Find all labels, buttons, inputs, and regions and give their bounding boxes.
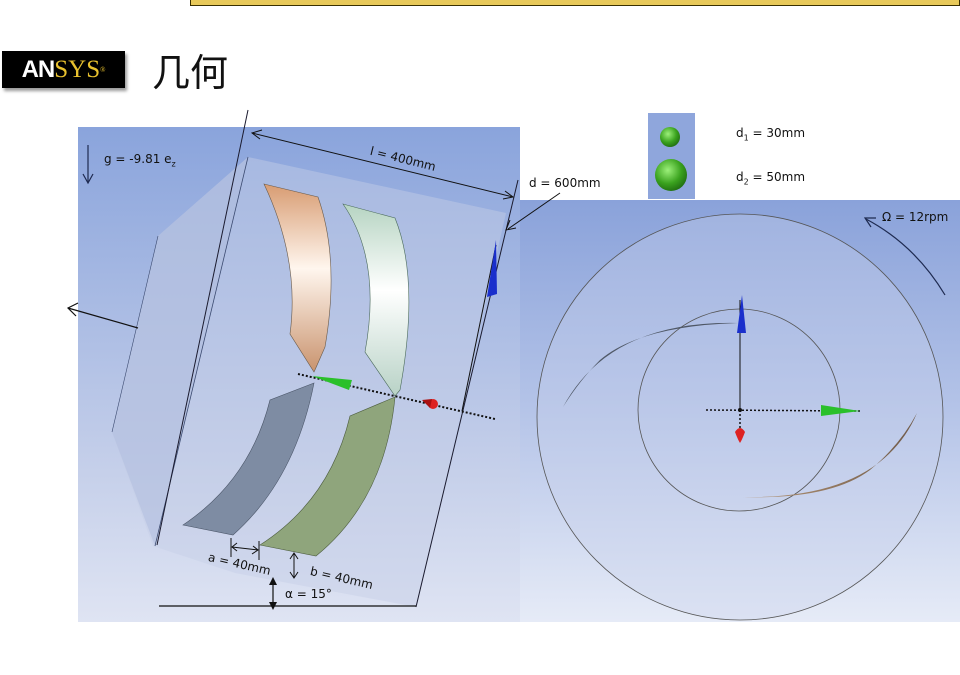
sphere-d1-icon [660, 127, 680, 147]
front-z-axis-icon [735, 428, 745, 443]
gravity-label-text: g = -9.81 e [104, 152, 172, 166]
blade-upper-orange [263, 183, 332, 373]
gravity-label: g = -9.81 ez [104, 152, 176, 168]
legend-d2-sub: 2 [743, 177, 749, 187]
x-axis-arrow-icon [312, 376, 352, 390]
gravity-label-sub: z [171, 159, 176, 169]
logo-text-accent: SYS [54, 55, 101, 83]
rotation-arrow-icon [865, 218, 946, 296]
blade-lower-olive [259, 396, 396, 557]
y-axis-arrow-icon [487, 240, 497, 297]
front-x-axis-icon [821, 405, 860, 416]
legend-d2-value: = 50mm [748, 170, 806, 184]
logo-text-main: AN [21, 55, 56, 83]
blade-upper-green [342, 203, 410, 397]
sphere-d2-icon [655, 159, 687, 191]
rotation-speed-label: Ω = 12rpm [882, 210, 949, 224]
legend-d2: d2 = 50mm [736, 170, 805, 186]
front-y-axis-icon [737, 295, 746, 333]
legend-d2-symbol: d [736, 170, 744, 184]
logo-registered: ® [100, 65, 106, 74]
legend-d1-value: = 30mm [748, 126, 806, 140]
blade-lower-gray [182, 382, 315, 536]
diameter-label: d = 600mm [529, 176, 601, 190]
front-view-drawing [536, 213, 946, 621]
page-title: 几何 [152, 51, 229, 95]
legend-d1: d1 = 30mm [736, 126, 805, 142]
angle-label: α = 15° [285, 587, 332, 601]
legend-d1-symbol: d [736, 126, 744, 140]
legend-d1-sub: 1 [743, 133, 749, 143]
